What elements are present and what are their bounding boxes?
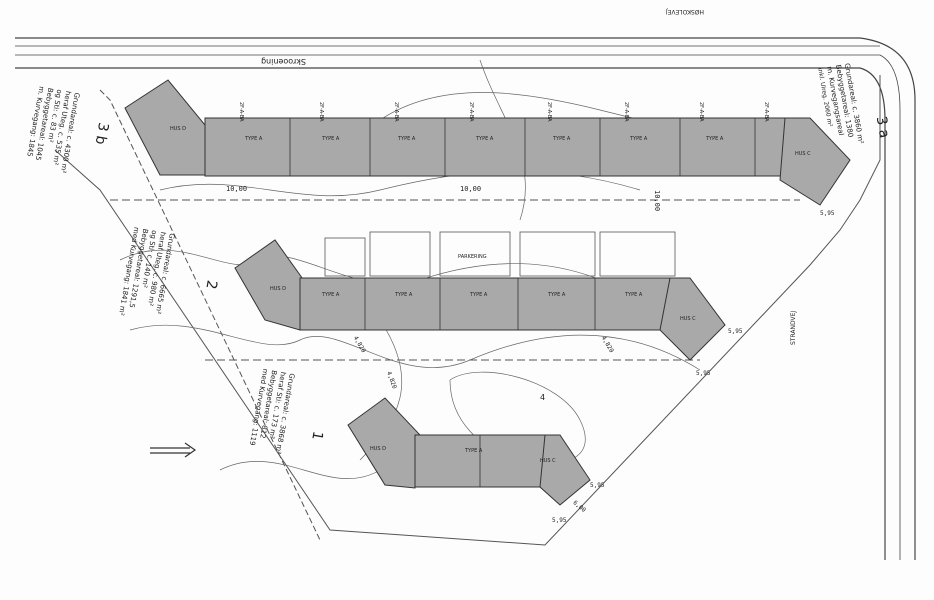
area-block-3b: Grundareal: c. 4300 m² heraf Uteg. c. 53… bbox=[25, 86, 81, 174]
column-label: 2F-A-BA bbox=[393, 102, 399, 122]
unit-label: TYPE A bbox=[552, 136, 571, 142]
north-road bbox=[15, 37, 916, 560]
house-tag: HUS D bbox=[170, 126, 186, 132]
dimension: 10,00 bbox=[653, 190, 661, 211]
house-tag: HUS C bbox=[795, 151, 811, 157]
column-label: 2F-A-BA bbox=[468, 102, 474, 122]
dimension: 5,95 bbox=[590, 482, 605, 489]
column-label: 2F-A-BA bbox=[763, 102, 769, 122]
unit-label: TYPE A bbox=[469, 292, 488, 298]
unit-label: TYPE A bbox=[475, 136, 494, 142]
dimension: 5,95 bbox=[728, 328, 743, 335]
parking-label: PARKERING bbox=[458, 254, 487, 260]
dimension: 5,95 bbox=[552, 517, 567, 524]
north-arrow-icon bbox=[150, 442, 197, 458]
unit-label: TYPE A bbox=[547, 292, 566, 298]
dimension: 10,00 bbox=[226, 185, 247, 193]
unit-label: TYPE A bbox=[244, 136, 263, 142]
block-tag: 3 b bbox=[92, 121, 112, 146]
unit-label: TYPE A bbox=[629, 136, 648, 142]
dimension: 4,820 bbox=[600, 335, 615, 354]
column-label: 2F-A-BA bbox=[238, 102, 244, 122]
unit-label: TYPE A bbox=[321, 136, 340, 142]
building-3 bbox=[124, 79, 851, 206]
dimension: 6,00 bbox=[571, 499, 587, 514]
column-labels: 2F-A-BA 2F-A-BA 2F-A-BA 2F-A-BA 2F-A-BA … bbox=[238, 102, 769, 122]
unit-label: TYPE A bbox=[705, 136, 724, 142]
column-label: 2F-A-BA bbox=[698, 102, 704, 122]
block-tag: 1 bbox=[308, 430, 325, 442]
building-2 bbox=[234, 239, 726, 361]
block-tag: 2 bbox=[202, 279, 219, 291]
block-tag: 3 a bbox=[873, 115, 893, 139]
area-block-1: Grundareal: c. 3868 m² heraf Sti: c. 173… bbox=[248, 368, 296, 455]
north-road-label: Skrooening bbox=[261, 57, 306, 66]
lot-boundary bbox=[54, 75, 881, 546]
unit-label: TYPE A bbox=[624, 292, 643, 298]
parking-area bbox=[324, 231, 676, 277]
house-tag: HUS C bbox=[540, 458, 556, 464]
house-tag: HUS D bbox=[270, 286, 286, 292]
building-1 bbox=[347, 397, 591, 506]
contour-label: 4 bbox=[540, 393, 545, 402]
unit-label: TYPE A bbox=[394, 292, 413, 298]
dimension: 4,820 bbox=[385, 370, 398, 390]
area-block-2: Grundareal: c. 6665 m² heraf Uteg. c. 98… bbox=[117, 226, 176, 316]
dimension: 10,00 bbox=[460, 185, 481, 193]
dimension: 5,95 bbox=[820, 210, 835, 217]
unit-label: TYPE A bbox=[464, 448, 483, 454]
east-road-label: STRANDVEJ bbox=[790, 311, 797, 345]
top-road-label: HØSKOLEVEJ bbox=[666, 8, 704, 15]
dimension: 5,95 bbox=[696, 370, 711, 377]
house-tag: HUS C bbox=[680, 316, 696, 322]
dimension: 4,820 bbox=[352, 335, 367, 354]
column-label: 2F-A-BA bbox=[546, 102, 552, 122]
area-block-3a: Grundareal: c. 3860 m² Bebyggetareal: 13… bbox=[816, 63, 865, 145]
column-label: 2F-A-BA bbox=[623, 102, 629, 122]
unit-label: TYPE A bbox=[397, 136, 416, 142]
house-tag: HUS D bbox=[370, 446, 386, 452]
unit-label: TYPE A bbox=[321, 292, 340, 298]
column-label: 2F-A-BA bbox=[318, 102, 324, 122]
